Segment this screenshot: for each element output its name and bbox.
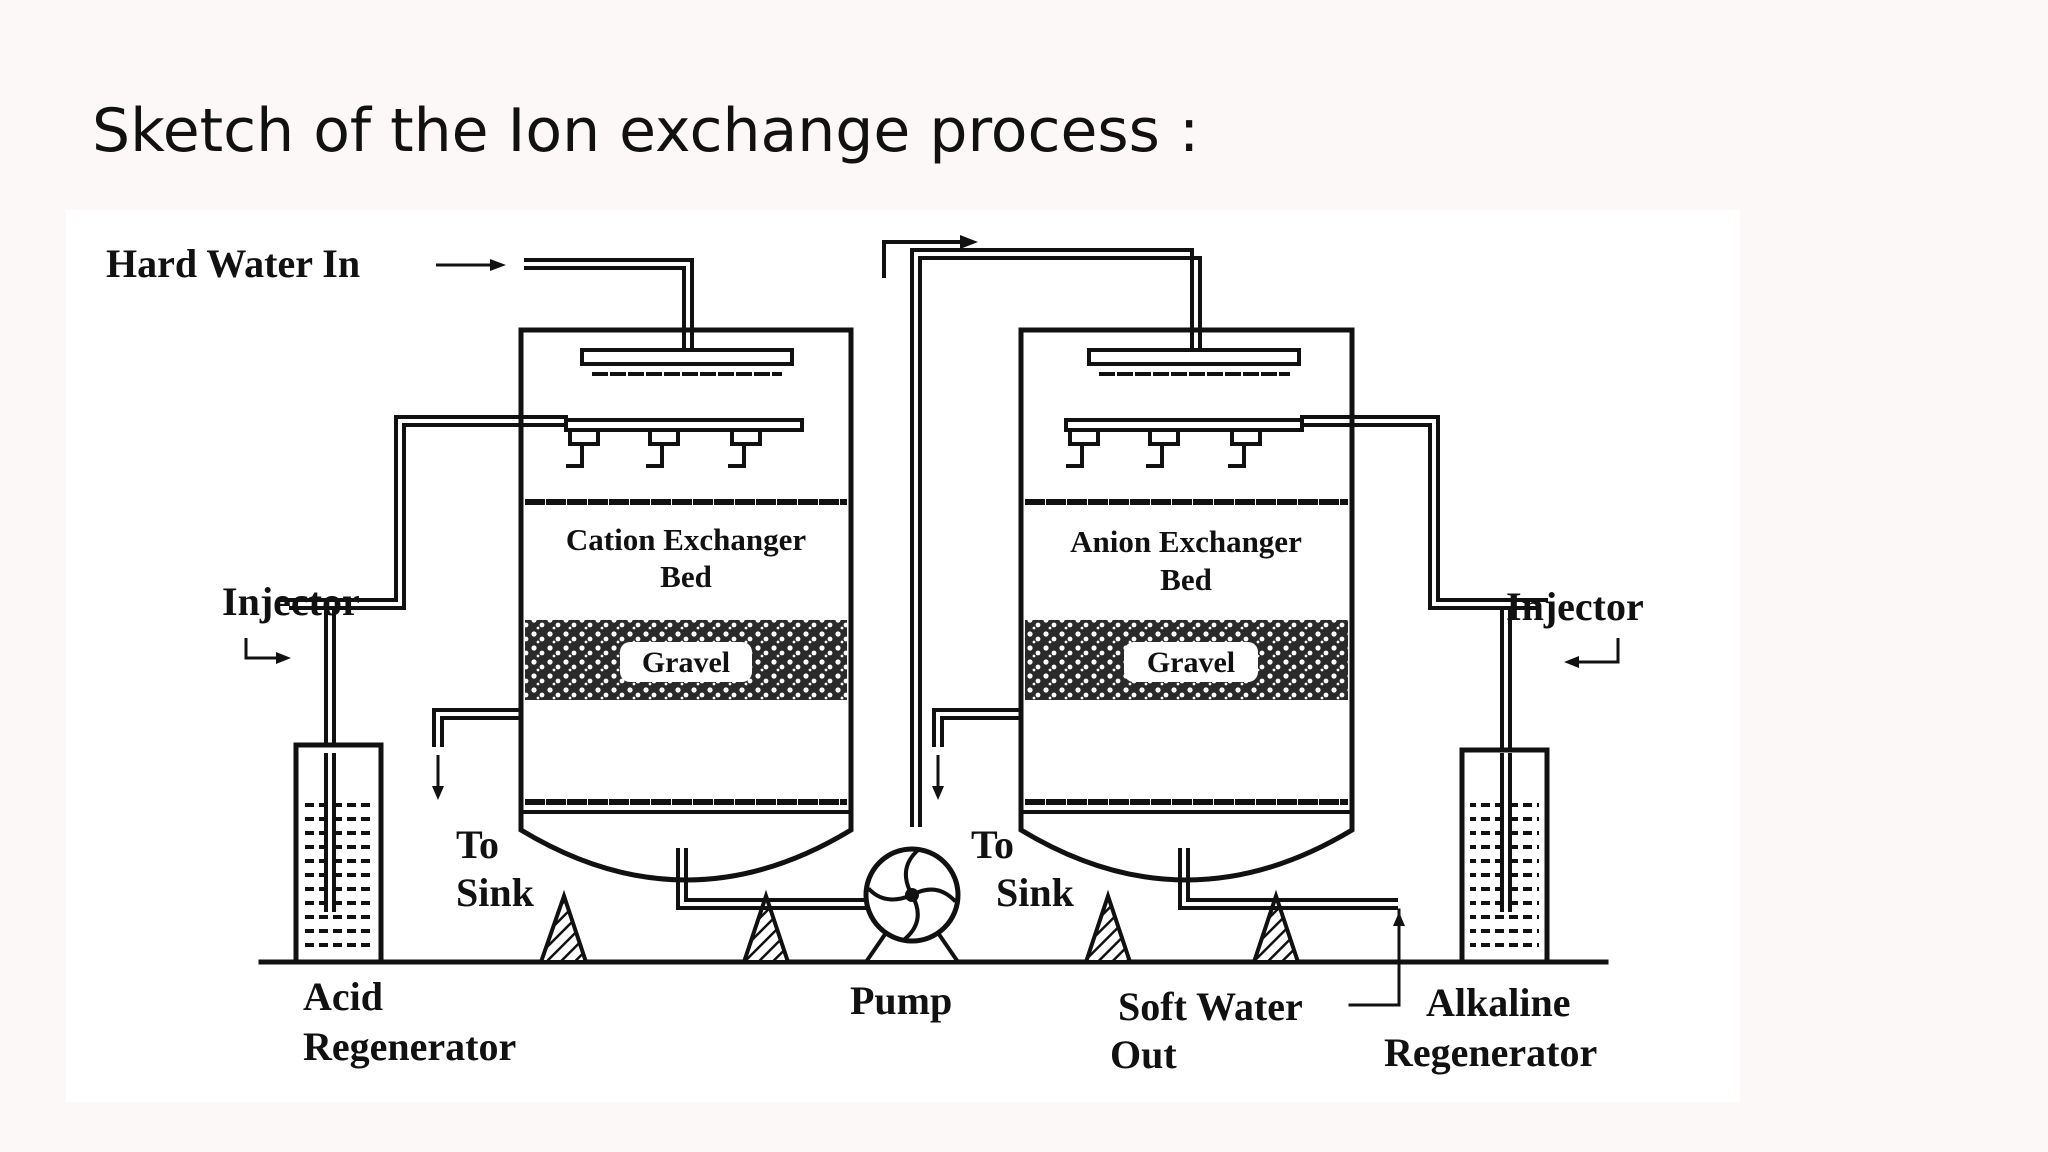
right-sink-arrow (932, 755, 944, 800)
to-sink-label-right-2: Sink (996, 870, 1075, 915)
anion-inlet-pipe (910, 248, 1301, 827)
acid-regenerator-vessel (293, 742, 384, 965)
left-injector-arrow (244, 638, 291, 664)
gravel-label-box-right (1124, 642, 1258, 682)
alkaline-regenerator-label-2: Regenerator (1384, 1030, 1597, 1075)
stand (538, 889, 589, 964)
to-sink-label-right-1: To (971, 822, 1014, 867)
left-sink-drain (432, 708, 523, 747)
anion-bed-label-1: Anion Exchanger (1070, 524, 1302, 559)
right-sink-drain (932, 708, 1023, 747)
left-sink-arrow (432, 755, 444, 800)
acid-regenerator-label-2: Regenerator (303, 1024, 516, 1069)
anion-exchanger-tank (1018, 327, 1355, 883)
anion-bed-label-2: Bed (1160, 562, 1212, 597)
hard-water-inlet-pipe (524, 258, 794, 376)
ion-exchange-diagram: Hard Water In Cation Exchanger Bed Anion… (66, 210, 1740, 1102)
gravel-label-box-left (620, 642, 752, 682)
to-sink-label-left-1: To (456, 822, 499, 867)
soft-water-out-label-1: Soft Water (1118, 984, 1303, 1029)
soft-water-leader (1348, 908, 1401, 1007)
soft-water-arrow (1393, 912, 1405, 926)
pump-outlet-arrow (882, 235, 978, 278)
slide-title: Sketch of the Ion exchange process : (92, 96, 1200, 166)
alkaline-injector-pipe (1300, 415, 1548, 757)
diagram-canvas: Hard Water In Cation Exchanger Bed Anion… (106, 235, 1644, 1077)
pump-label: Pump (850, 978, 952, 1023)
acid-injector-pipe (279, 415, 568, 757)
cation-outlet-pipe (676, 848, 868, 910)
hard-water-arrow (436, 259, 506, 271)
cation-exchanger-tank (518, 327, 854, 883)
cation-top-distributor (564, 418, 804, 468)
right-injector-arrow (1564, 638, 1620, 668)
alkaline-regenerator-vessel (1459, 747, 1550, 965)
cation-bed-label-1: Cation Exchanger (566, 522, 806, 557)
soft-water-out-pipe (1178, 848, 1398, 910)
acid-regenerator-label-1: Acid (303, 974, 383, 1019)
gravel-label-left: Gravel (642, 646, 730, 679)
stand (1083, 889, 1133, 964)
cation-bed-label-2: Bed (660, 559, 712, 594)
gravel-label-right: Gravel (1147, 646, 1235, 679)
anion-top-distributor (1064, 418, 1304, 468)
stand (1251, 889, 1301, 964)
to-sink-label-left-2: Sink (456, 870, 535, 915)
soft-water-out-label-2: Out (1110, 1032, 1177, 1077)
hard-water-in-label: Hard Water In (106, 241, 360, 286)
stand (741, 889, 791, 964)
injector-label-left: Injector (222, 579, 360, 624)
pump (862, 846, 962, 964)
injector-label-right: Injector (1506, 584, 1644, 629)
alkaline-regenerator-label-1: Alkaline (1426, 980, 1570, 1025)
